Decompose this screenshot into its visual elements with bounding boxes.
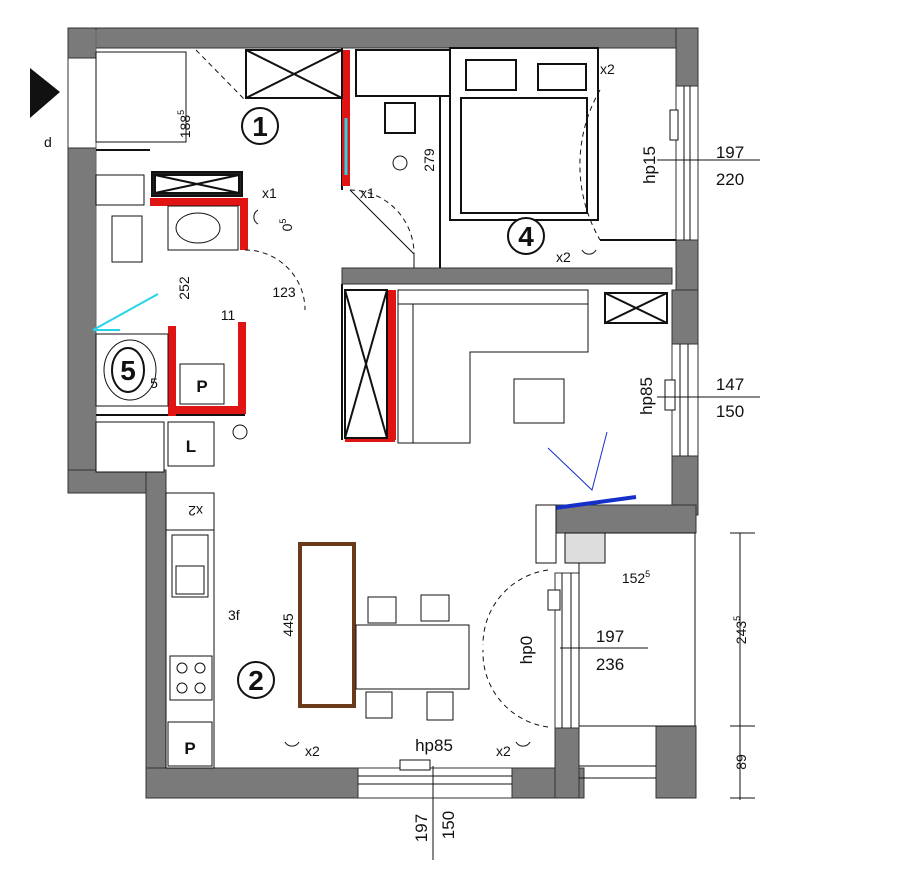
dim-11: 11 (221, 307, 236, 323)
window-bedroom (675, 85, 699, 241)
outlet-symbols (232, 155, 597, 747)
dim-445: 445 (280, 613, 296, 637)
window-3-top: 197 (596, 627, 624, 646)
tag-5-small: 5 (150, 375, 158, 391)
window-1-hp: hp15 (640, 146, 659, 184)
window-left-top (67, 57, 97, 149)
laundry (95, 174, 145, 206)
wall-balcony-right (554, 725, 580, 799)
window-2-hp: hp85 (637, 377, 656, 415)
door-swings (195, 49, 601, 728)
symbol-d: d (44, 134, 52, 150)
pillow-right (537, 63, 587, 91)
wall-mid-h (341, 267, 673, 285)
tag-boxes (167, 363, 225, 767)
symbol-x2-e: x2 (188, 503, 203, 519)
room-5-ellipse (111, 347, 145, 393)
window-2-bottom: 150 (716, 402, 744, 421)
dim-279: 279 (421, 148, 437, 172)
tag-p-box-1 (179, 363, 225, 405)
chair (426, 691, 454, 721)
room-4-label: 4 (518, 221, 534, 252)
window-1-bottom: 220 (716, 170, 744, 189)
window-3-bottom: 236 (596, 655, 624, 674)
room-markers (111, 107, 545, 699)
boiler (95, 421, 165, 473)
dim-89: 89 (733, 754, 749, 770)
symbol-x1-b: x1 (360, 185, 375, 201)
balcony (535, 504, 696, 779)
blue-line (554, 495, 637, 510)
room-4-circle (507, 217, 545, 255)
tag-l-box (167, 421, 215, 467)
sofa (397, 289, 589, 444)
tag-l: L (186, 437, 196, 456)
wall-right-mid (671, 289, 699, 346)
dim-bottom-150: 150 (439, 811, 458, 839)
chair (365, 691, 393, 719)
dim-252: 252 (176, 276, 192, 300)
dim-123: 123 (272, 284, 296, 300)
window-4-hp: hp85 (415, 736, 453, 755)
toilet (111, 215, 143, 263)
cyan-line-2 (92, 293, 159, 331)
exterior-walls (67, 27, 699, 799)
window-3-hp: hp0 (517, 636, 536, 664)
wardrobes (151, 49, 668, 439)
door-lines (349, 189, 415, 268)
kitchen-island (298, 542, 356, 708)
room-1-circle (241, 107, 279, 145)
hall-wc (95, 51, 187, 143)
entrance-arrow-icon (30, 68, 60, 118)
symbol-x2-a: x2 (600, 61, 615, 77)
symbol-x2-b: x2 (556, 249, 571, 265)
room-2-label: 2 (248, 665, 264, 696)
tag-p-box-2 (167, 721, 213, 767)
dim-188: 1885 (176, 110, 193, 138)
tag-p-1: P (196, 377, 207, 396)
dimension-lines (432, 159, 760, 860)
chimney (564, 532, 606, 564)
window-bottom (357, 767, 513, 799)
room-5-label: 5 (120, 355, 136, 386)
wall-top (67, 27, 699, 49)
blue-sketch (547, 431, 608, 491)
pillow-left (465, 59, 517, 91)
dim-bottom-197: 197 (412, 814, 431, 842)
dining-set (355, 594, 470, 721)
symbol-x2-d: x2 (496, 743, 511, 759)
dim-1525: 1525 (622, 569, 650, 586)
dim-2435: 2435 (732, 616, 749, 644)
wall-balcony-top (535, 504, 697, 534)
wall-bottom-left (145, 767, 359, 799)
room-1-label: 1 (252, 111, 268, 142)
living-furniture (397, 289, 589, 444)
symbol-3f: 3f (228, 607, 240, 623)
symbol-x2-c: x2 (305, 743, 320, 759)
window-1-top: 197 (716, 143, 744, 162)
chair (420, 594, 450, 622)
chair (367, 596, 397, 624)
dim-05: 05 (278, 219, 295, 232)
room-2-circle (237, 661, 275, 699)
desk-chair (384, 102, 416, 134)
bedroom-cabinet (355, 49, 451, 97)
window-openings (67, 57, 699, 799)
tag-p-2: P (184, 739, 195, 758)
bedroom-furniture (355, 47, 599, 221)
window-glazing (358, 86, 691, 785)
wall-left-lower (145, 469, 167, 799)
window-living (671, 343, 699, 457)
symbol-x1-a: x1 (262, 185, 277, 201)
wall-corner-pillar (655, 725, 697, 799)
dining-table (355, 624, 470, 690)
coffee-table (513, 378, 565, 424)
stove (169, 655, 213, 701)
window-2-top: 147 (716, 375, 744, 394)
